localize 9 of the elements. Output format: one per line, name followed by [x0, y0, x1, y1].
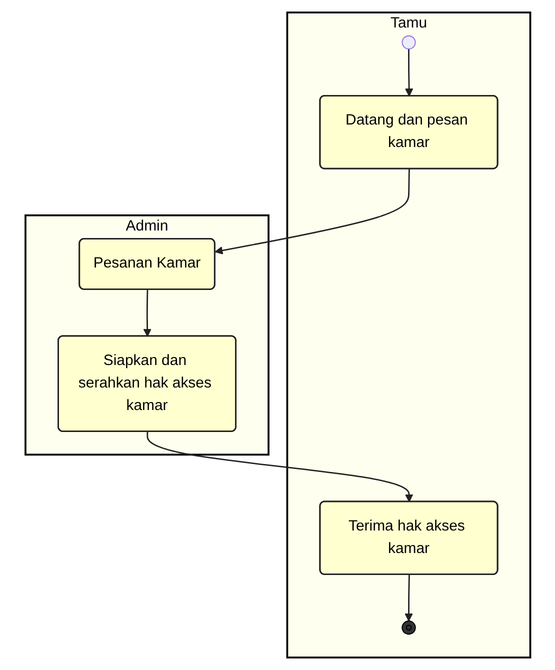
arrow [146, 432, 413, 502]
cluster [286, 12, 531, 658]
node-circle [401, 35, 416, 50]
activity-diagram: Admin Tamu Datang dan pesan kamar Terima hak akses kamar Pesanan Kamar Siapkan dan serahkan hak akses kamar [18, 5, 538, 665]
cluster [24, 214, 270, 456]
arrow [142, 290, 152, 337]
arrow [214, 169, 410, 254]
arrow [404, 574, 412, 622]
arrow [404, 48, 413, 97]
